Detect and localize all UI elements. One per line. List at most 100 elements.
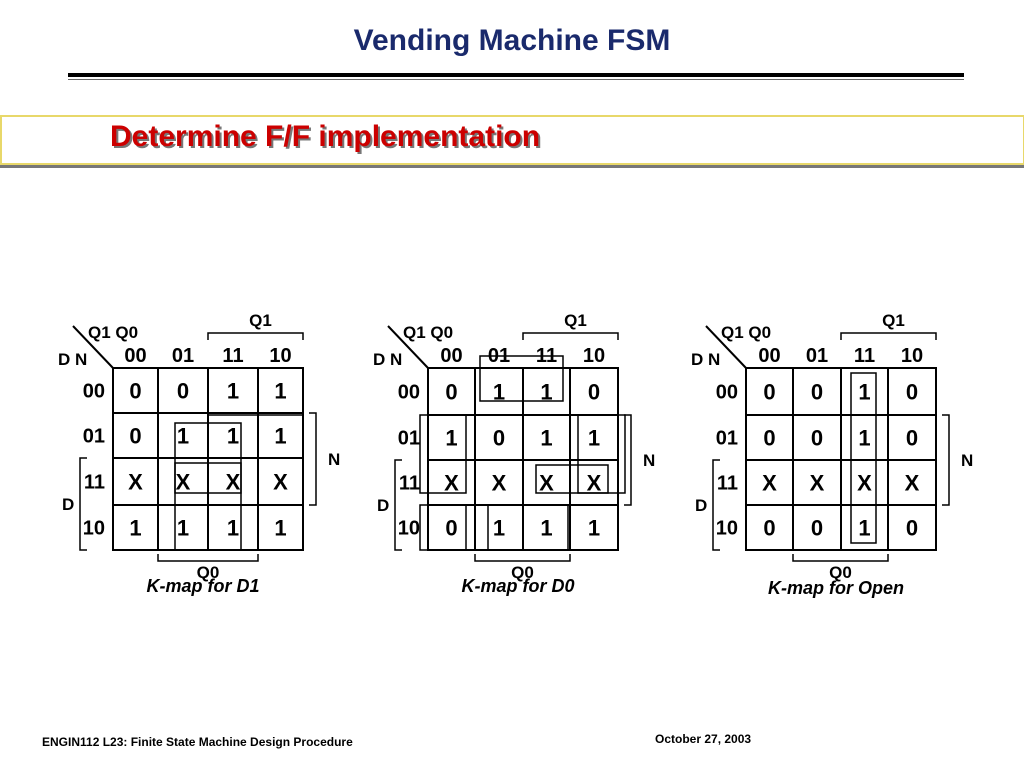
kmap3-cell: 0 xyxy=(906,516,918,541)
kmap2-cell: X xyxy=(444,471,459,496)
kmap1-row-header: 01 xyxy=(83,426,105,448)
kmap3-q1-label: Q1 xyxy=(882,311,905,330)
kmap1-cell: X xyxy=(128,470,143,495)
kmap1-row-header: 00 xyxy=(83,381,105,403)
kmap2-row-header: 10 xyxy=(398,518,420,540)
kmap2-col-vars: Q1 Q0 xyxy=(403,323,453,342)
kmap2-cell: 1 xyxy=(445,426,457,451)
kmap2-q0-label: Q0 xyxy=(511,563,534,582)
title-underline-thin xyxy=(68,79,964,80)
kmap1-row-header: 11 xyxy=(84,472,105,494)
kmap2-group-loop xyxy=(487,504,569,551)
kmap1-cell: 1 xyxy=(177,516,189,541)
slide-title: Vending Machine FSM xyxy=(353,24,671,57)
kmap2-n-bracket xyxy=(624,414,632,506)
kmap1-group-loop xyxy=(174,422,242,494)
kmap2-cell: 1 xyxy=(588,516,600,541)
kmap3-q0-bracket xyxy=(792,554,889,562)
kmap2-col-header: 10 xyxy=(583,345,605,367)
kmap1-cell: 1 xyxy=(177,424,189,449)
kmap3-col-header: 00 xyxy=(758,345,780,367)
kmap2-row-header: 01 xyxy=(398,428,420,450)
kmap3-diagonal xyxy=(705,325,747,369)
kmap3-cell: 1 xyxy=(858,426,870,451)
kmap3-n-bracket xyxy=(942,414,950,506)
kmap2-cell: 0 xyxy=(445,516,457,541)
kmap2-row-header: 11 xyxy=(399,473,420,495)
kmap3-cell: 0 xyxy=(763,426,775,451)
kmap3-row-header: 01 xyxy=(716,428,738,450)
kmap2-cell: 0 xyxy=(445,380,457,405)
kmap1-cell: 0 xyxy=(177,379,189,404)
kmap1-cell: 0 xyxy=(129,379,141,404)
title-underline xyxy=(68,73,964,77)
kmap3-col-header: 01 xyxy=(806,345,828,367)
kmap2-cell: X xyxy=(539,471,554,496)
kmap1-cell: X xyxy=(176,470,191,495)
kmap1-col-header: 10 xyxy=(269,345,291,367)
kmap1-col-header: 01 xyxy=(172,345,194,367)
kmap3-cell: 0 xyxy=(763,516,775,541)
kmap1-q0-label: Q0 xyxy=(197,563,220,582)
kmap2-row-header: 00 xyxy=(398,382,420,404)
kmap1-cell: X xyxy=(273,470,288,495)
kmap1-caption: K-map for D1 xyxy=(146,576,259,596)
kmap2-q1-bracket xyxy=(522,332,619,340)
kmap3-cell: 0 xyxy=(811,380,823,405)
kmap1-col-vars: Q1 Q0 xyxy=(88,323,138,342)
kmap3-cell: X xyxy=(762,471,777,496)
kmap1-cell: 1 xyxy=(227,379,239,404)
kmap2-d-bracket xyxy=(394,459,402,551)
kmap2-d-label: D xyxy=(377,496,389,515)
kmap2-col-header: 00 xyxy=(440,345,462,367)
kmap2-cell: 1 xyxy=(540,426,552,451)
kmap2-cell: X xyxy=(492,471,507,496)
kmap1-cell: 1 xyxy=(274,424,286,449)
kmap1-col-header: 11 xyxy=(222,345,243,367)
kmap2-cell: 0 xyxy=(588,380,600,405)
subtitle-banner xyxy=(0,115,1024,165)
footer-date: October 27, 2003 xyxy=(655,732,752,746)
kmap1-cell: X xyxy=(226,470,241,495)
kmap1-cell: 1 xyxy=(129,516,141,541)
kmap1-group-loop xyxy=(207,367,304,416)
kmap1-n-label: N xyxy=(328,450,340,469)
kmap2-q0-bracket xyxy=(474,554,571,562)
kmap3-col-header: 10 xyxy=(901,345,923,367)
kmap2-row-vars: D N xyxy=(373,350,402,369)
kmap1-row-vars: D N xyxy=(58,350,87,369)
kmap2-cell: 1 xyxy=(588,426,600,451)
kmap3-caption: K-map for Open xyxy=(768,578,904,598)
kmap3-cell: 0 xyxy=(811,516,823,541)
kmap1-col-header: 00 xyxy=(124,345,146,367)
kmap3-d-label: D xyxy=(695,496,707,515)
kmap1-row-header: 10 xyxy=(83,518,105,540)
kmap3-cell: 0 xyxy=(906,380,918,405)
kmap1-group-loop xyxy=(174,462,242,551)
kmap3-row-header: 11 xyxy=(717,473,738,495)
kmap3-q0-label: Q0 xyxy=(829,563,852,582)
kmap2-group-loop xyxy=(479,355,564,402)
kmap3-q1-bracket xyxy=(840,332,937,340)
kmap3-cell: X xyxy=(857,471,872,496)
kmap1-d-label: D xyxy=(62,495,74,514)
kmap2-cell: X xyxy=(587,471,602,496)
kmap2-cell: 1 xyxy=(493,516,505,541)
kmap3-cell: X xyxy=(810,471,825,496)
kmap3-cell: 1 xyxy=(858,516,870,541)
kmap1-cell: 1 xyxy=(227,516,239,541)
kmap1-q1-label: Q1 xyxy=(249,311,272,330)
kmap3-cell: 0 xyxy=(811,426,823,451)
kmap1-cell: 1 xyxy=(274,379,286,404)
kmap1-cell: 1 xyxy=(227,424,239,449)
kmap2-cell: 1 xyxy=(540,380,552,405)
kmap2-cell: 1 xyxy=(493,380,505,405)
kmap2-diagonal xyxy=(387,325,429,369)
kmap2-cell: 0 xyxy=(493,426,505,451)
kmap2-group-loop xyxy=(419,414,467,494)
kmap2-n-label: N xyxy=(643,451,655,470)
kmap1-d-bracket xyxy=(79,457,87,551)
kmap3-row-header: 00 xyxy=(716,382,738,404)
slide-subtitle: Determine F/F implementation xyxy=(110,120,541,153)
